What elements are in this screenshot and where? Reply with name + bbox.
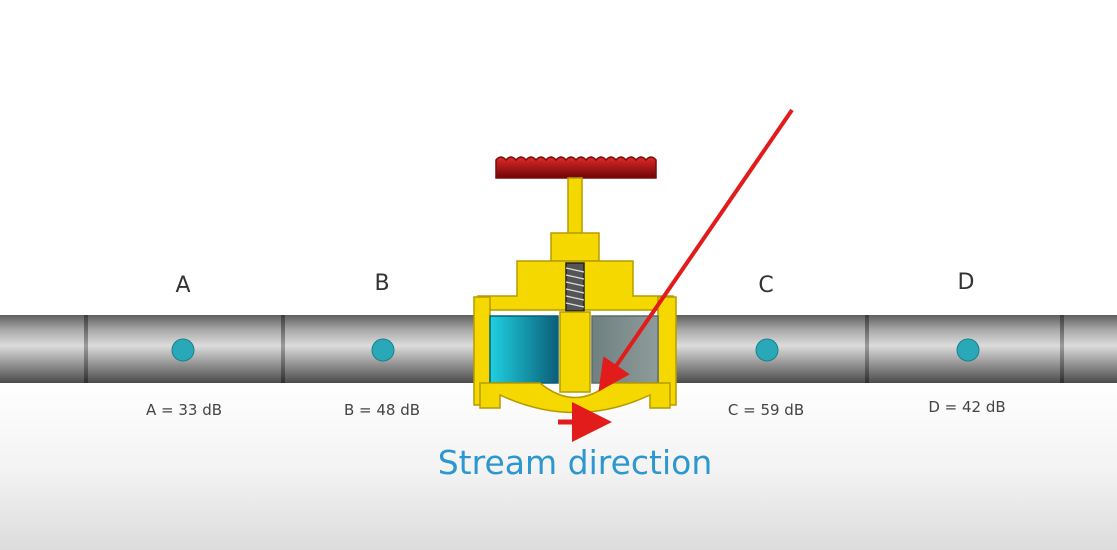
pipe-left <box>0 315 478 383</box>
pointer-arrow <box>598 108 794 392</box>
point-label-b: B <box>374 271 390 296</box>
point-label-a: A <box>175 273 191 298</box>
point-label-c: C <box>758 273 774 298</box>
gate-valve <box>473 156 677 414</box>
pipe-joint <box>865 315 869 383</box>
stream-direction-caption: Stream direction <box>437 443 713 482</box>
valve-gate <box>559 311 591 393</box>
sensor-a-dot <box>171 338 195 362</box>
reading-b: B = 48 dB <box>343 401 421 419</box>
point-label-d: D <box>957 270 975 295</box>
inlet-cavity <box>489 315 559 384</box>
reading-c: C = 59 dB <box>727 401 805 419</box>
sensor-d-dot <box>956 338 980 362</box>
reading-d: D = 42 dB <box>928 398 1006 416</box>
valve-stem <box>567 177 583 237</box>
pipe-joint <box>281 315 285 383</box>
pipe-joint <box>84 315 88 383</box>
reading-a: A = 33 dB <box>145 401 223 419</box>
handwheel <box>495 156 657 179</box>
pipe-joint <box>1060 315 1064 383</box>
pipe-right <box>668 315 1117 383</box>
sensor-b-dot <box>371 338 395 362</box>
packing-nut <box>550 232 600 262</box>
sensor-c-dot <box>755 338 779 362</box>
